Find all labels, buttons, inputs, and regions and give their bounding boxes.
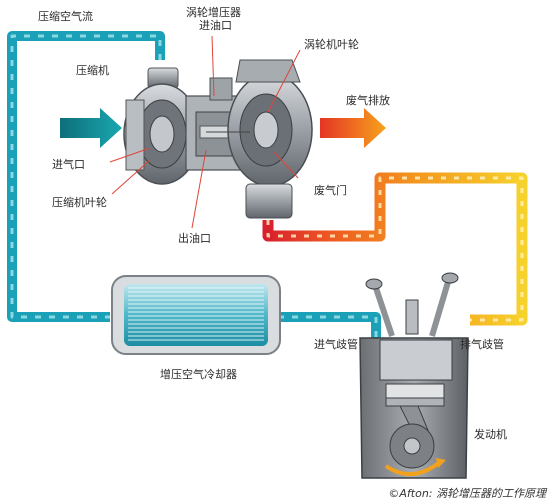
label-turbine-impeller: 涡轮机叶轮 [304, 38, 359, 51]
label-air-intake: 进气口 [52, 158, 85, 171]
label-turbocharger: 涡轮增压器 [186, 6, 241, 19]
label-intake-manifold: 进气歧管 [314, 338, 358, 351]
label-compressed-air-flow: 压缩空气流 [38, 10, 93, 23]
turbocharger-illustration [123, 59, 313, 219]
cool-air-pipe [7, 31, 381, 340]
exhaust-arrow [320, 108, 386, 148]
credit-text: ©Afton: 涡轮增压器的工作原理 [388, 487, 546, 500]
label-exhaust-discharge: 废气排放 [346, 94, 390, 107]
intercooler-fins [128, 287, 264, 341]
engine-illustration [359, 272, 469, 479]
intercooler-illustration [111, 275, 281, 355]
leader-lines [109, 35, 301, 229]
label-wastegate: 废气门 [314, 184, 347, 197]
label-turbocharger-oil-inlet: 涡轮增压器 进油口 [186, 6, 241, 32]
label-oil-outlet: 出油口 [178, 232, 211, 245]
label-intercooler: 增压空气冷却器 [160, 368, 237, 381]
intake-arrow [60, 108, 122, 148]
label-compressor-impeller: 压缩机叶轮 [52, 196, 107, 209]
hot-exhaust-pipe [262, 172, 528, 326]
label-compressor: 压缩机 [76, 64, 109, 77]
label-exhaust-manifold: 排气歧管 [460, 338, 504, 351]
label-engine: 发动机 [474, 428, 507, 441]
label-oil-inlet: 进油口 [199, 19, 232, 32]
